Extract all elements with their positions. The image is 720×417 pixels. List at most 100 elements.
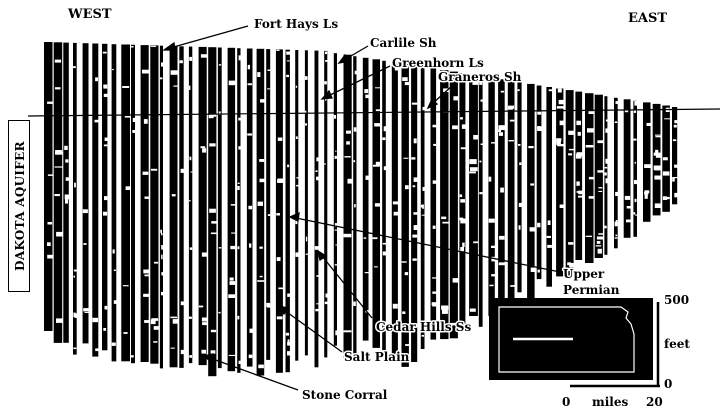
well-log-column <box>121 44 130 362</box>
well-log-gap <box>161 62 163 67</box>
well-log-gap <box>529 227 536 232</box>
well-log-gap <box>112 249 115 254</box>
well-log-gap <box>488 218 495 223</box>
well-log-gap <box>491 142 498 144</box>
well-log-gap <box>180 349 185 355</box>
well-log-column <box>44 42 53 331</box>
well-log-gap <box>179 60 183 64</box>
well-log-gap <box>287 351 291 356</box>
scale-horizontal-zero: 0 <box>562 395 570 409</box>
well-log-gap <box>47 254 54 259</box>
well-log-gap <box>316 275 320 277</box>
well-log-gap <box>605 128 608 133</box>
well-log-gap <box>469 159 477 165</box>
well-log-gap <box>500 187 504 193</box>
well-log-gap <box>295 252 299 257</box>
well-log-gap <box>286 51 290 55</box>
well-log-gap <box>375 87 382 89</box>
well-log-gap <box>655 154 663 158</box>
well-log-gap <box>453 96 459 101</box>
well-log-gap <box>260 99 268 103</box>
well-log-gap <box>56 231 65 237</box>
well-log-gap <box>132 117 137 122</box>
well-log-gap <box>151 168 158 171</box>
well-log-gap <box>412 258 417 261</box>
well-log-gap <box>500 90 505 93</box>
well-log-column <box>198 46 207 366</box>
well-log-gap <box>646 122 652 126</box>
well-log-gap <box>334 155 337 159</box>
well-log-gap <box>228 354 237 356</box>
well-log-gap <box>113 269 116 271</box>
well-log-gap <box>74 182 76 188</box>
well-log-gap <box>209 208 216 213</box>
well-log-column <box>507 80 515 307</box>
well-log-gap <box>189 355 192 358</box>
well-log-gap <box>180 168 185 173</box>
well-log-gap <box>432 291 437 294</box>
well-log-gap <box>576 120 581 126</box>
well-log-gap <box>383 126 386 132</box>
well-log-gap <box>346 141 350 145</box>
well-log-gap <box>287 293 291 297</box>
well-log-gap <box>510 285 516 287</box>
well-log-gap <box>171 194 176 197</box>
well-log-gap <box>460 218 466 224</box>
well-log-gap <box>47 174 56 176</box>
well-log-gap <box>198 305 204 308</box>
well-log-gap <box>432 277 438 279</box>
well-log-gap <box>577 131 581 136</box>
well-log-gap <box>673 177 678 179</box>
leader-greenhorn <box>327 65 391 97</box>
well-log-gap <box>304 110 307 114</box>
well-log-gap <box>595 245 602 247</box>
well-log-gap <box>537 126 541 130</box>
well-log-gap <box>278 287 285 290</box>
well-log-gap <box>402 77 408 81</box>
well-log-gap <box>405 344 412 346</box>
well-log-column <box>614 97 618 249</box>
well-log-column <box>169 46 178 368</box>
well-log-column <box>536 85 542 280</box>
well-log-gap <box>102 51 107 54</box>
well-log-gap <box>588 176 596 180</box>
well-log-gap <box>95 77 98 82</box>
well-log-gap <box>144 320 153 323</box>
well-log-column <box>304 50 308 356</box>
well-log-gap <box>202 322 209 326</box>
well-log-gap <box>173 85 182 87</box>
well-log-gap <box>509 119 515 122</box>
well-log-gap <box>154 261 159 264</box>
well-log-gap <box>267 69 271 71</box>
well-log-gap <box>316 176 320 181</box>
well-log-gap <box>375 161 382 166</box>
well-log-column <box>575 91 583 260</box>
well-log-gap <box>375 109 383 112</box>
well-log-gap <box>249 328 254 333</box>
well-log-gap <box>92 317 98 323</box>
well-log-gap <box>372 237 378 240</box>
well-log-gap <box>247 64 250 70</box>
label-salt-plain: Salt Plain <box>344 350 410 364</box>
well-log-gap <box>614 237 618 239</box>
well-log-gap <box>479 160 482 163</box>
scale-inset <box>489 298 660 388</box>
well-log-gap <box>460 147 466 150</box>
well-log-columns <box>44 42 679 377</box>
well-log-gap <box>334 223 338 227</box>
well-log-gap <box>394 66 401 71</box>
well-log-gap <box>604 225 607 229</box>
well-log-gap <box>231 232 236 234</box>
well-log-column <box>285 49 290 373</box>
well-log-gap <box>305 253 309 255</box>
well-log-gap <box>218 247 222 249</box>
well-log-column <box>227 47 236 372</box>
well-log-column <box>63 42 69 343</box>
well-log-gap <box>382 251 387 256</box>
well-log-gap <box>131 46 134 48</box>
well-log-gap <box>518 202 523 207</box>
label-west: WEST <box>67 7 112 22</box>
well-log-gap <box>508 105 515 109</box>
well-log-gap <box>403 157 409 159</box>
